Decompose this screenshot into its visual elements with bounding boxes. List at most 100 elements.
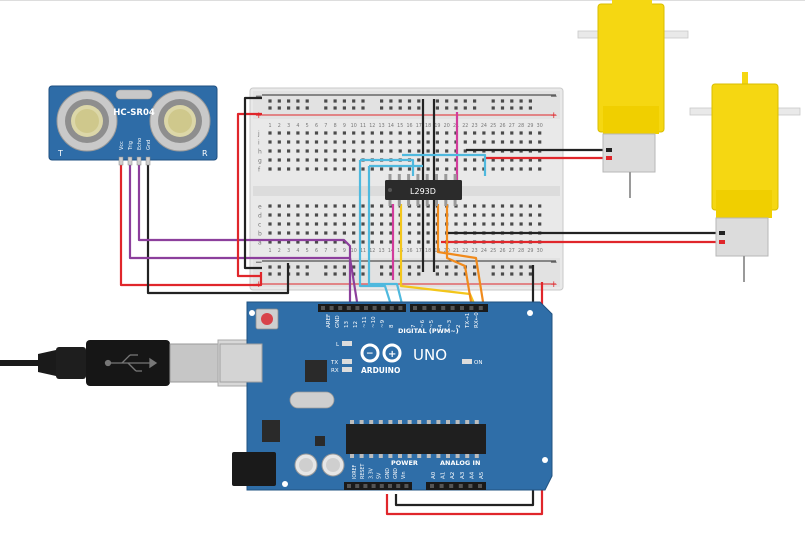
column-number-bottom: 3 bbox=[287, 248, 290, 254]
power-pin-label: IOREF bbox=[352, 464, 358, 479]
column-number-top: 10 bbox=[351, 123, 357, 129]
column-number-bottom: 5 bbox=[306, 248, 309, 254]
column-number-top: 7 bbox=[324, 123, 327, 129]
arduino-brand-label: ARDUINO bbox=[361, 366, 400, 375]
column-number-top: 1 bbox=[268, 123, 271, 129]
rail-minus-top-right: − bbox=[550, 92, 558, 102]
analog-pin-label: A4 bbox=[469, 471, 475, 479]
column-number-bottom: 24 bbox=[481, 248, 487, 254]
rail-plus-bottom-right: + bbox=[550, 280, 558, 290]
wire-lightblue-1 bbox=[358, 160, 394, 309]
column-number-bottom: 11 bbox=[360, 248, 366, 254]
column-number-top: 20 bbox=[444, 123, 450, 129]
power-pin-label: 3.3V bbox=[368, 467, 374, 479]
column-number-top: 17 bbox=[416, 123, 422, 129]
column-number-bottom: 22 bbox=[462, 248, 468, 254]
dc-motor-top[interactable] bbox=[577, 0, 689, 198]
column-number-bottom: 14 bbox=[388, 248, 394, 254]
column-number-top: 11 bbox=[360, 123, 366, 129]
arduino-model-label: UNO bbox=[413, 346, 447, 364]
wire-sensor-echo bbox=[137, 163, 352, 308]
analog-pin-label: A3 bbox=[460, 471, 466, 479]
wire-yellow bbox=[399, 204, 478, 309]
row-letter-b: b bbox=[258, 231, 262, 238]
digital-pin-label: 4 bbox=[438, 324, 444, 328]
column-number-bottom: 4 bbox=[296, 248, 299, 254]
digital-pin-label: ~6 bbox=[420, 319, 426, 328]
digital-pin-label: 7 bbox=[411, 324, 417, 328]
column-number-bottom: 9 bbox=[343, 248, 346, 254]
power-pin-label: Vin bbox=[401, 471, 407, 479]
rail-minus-bottom-right: − bbox=[550, 258, 558, 268]
column-number-bottom: 6 bbox=[315, 248, 318, 254]
dc-motor-bottom[interactable] bbox=[689, 72, 801, 282]
column-number-top: 14 bbox=[388, 123, 394, 129]
column-number-bottom: 30 bbox=[537, 248, 543, 254]
column-number-bottom: 29 bbox=[527, 248, 533, 254]
power-pin-label: RESET bbox=[360, 464, 366, 479]
column-number-bottom: 12 bbox=[369, 248, 375, 254]
arduino-uno[interactable]: L TX RX ON − + ARDUINO UNO DIGITAL (PWM~… bbox=[219, 301, 553, 491]
sensor-pin-label: Vcc bbox=[119, 141, 125, 150]
column-number-top: 30 bbox=[537, 123, 543, 129]
power-label: POWER bbox=[391, 459, 418, 467]
wire-lightblue-5 bbox=[402, 153, 487, 176]
column-number-top: 6 bbox=[315, 123, 318, 129]
column-number-top: 4 bbox=[296, 123, 299, 129]
sensor-model-label: HC-SR04 bbox=[113, 108, 155, 118]
column-number-top: 13 bbox=[379, 123, 385, 129]
power-pin-label: GND bbox=[393, 468, 399, 479]
column-number-top: 2 bbox=[278, 123, 281, 129]
analog-pin-label: A1 bbox=[441, 472, 447, 479]
column-number-bottom: 10 bbox=[351, 248, 357, 254]
column-number-bottom: 23 bbox=[472, 248, 478, 254]
column-number-bottom: 21 bbox=[453, 248, 459, 254]
row-letter-a: a bbox=[258, 240, 262, 247]
column-number-top: 25 bbox=[490, 123, 496, 129]
column-number-top: 16 bbox=[406, 123, 412, 129]
wire-rail-red-left bbox=[236, 112, 262, 278]
chip-label: L293D bbox=[410, 187, 436, 196]
sensor-pin-label: Trig bbox=[128, 141, 134, 151]
l293d-chip[interactable]: L293D bbox=[385, 174, 462, 206]
row-letter-j: j bbox=[257, 131, 260, 138]
wire-sensor-trig bbox=[128, 163, 360, 309]
sensor-corner-t: T bbox=[57, 149, 63, 158]
column-number-bottom: 1 bbox=[268, 248, 271, 254]
column-number-top: 29 bbox=[527, 123, 533, 129]
digital-pin-label: ~5 bbox=[429, 319, 435, 328]
column-number-bottom: 18 bbox=[425, 248, 431, 254]
svg-text:−: − bbox=[366, 349, 374, 359]
column-number-top: 24 bbox=[481, 123, 487, 129]
column-number-bottom: 2 bbox=[278, 248, 281, 254]
digital-pin-label: ~9 bbox=[380, 319, 386, 328]
column-number-top: 15 bbox=[397, 123, 403, 129]
analog-pin-label: A5 bbox=[479, 471, 485, 479]
column-number-top: 28 bbox=[518, 123, 524, 129]
wire-lightblue-2 bbox=[367, 166, 405, 309]
analog-pin-label: A0 bbox=[431, 471, 437, 479]
column-number-bottom: 7 bbox=[324, 248, 327, 254]
row-letter-d: d bbox=[258, 213, 262, 220]
digital-pin-label: 8 bbox=[389, 324, 395, 328]
digital-pin-label: GND bbox=[335, 315, 341, 328]
power-pin-label: GND bbox=[385, 468, 391, 479]
digital-pin-label: RX←0 bbox=[474, 312, 480, 328]
svg-text:+: + bbox=[388, 349, 396, 360]
row-letter-i: i bbox=[258, 140, 260, 147]
sensor-corner-r: R bbox=[202, 149, 208, 158]
wire-rail-black-left bbox=[243, 96, 262, 270]
column-number-top: 5 bbox=[306, 123, 309, 129]
sensor-pin-label: Echo bbox=[137, 138, 143, 150]
column-number-top: 3 bbox=[287, 123, 290, 129]
header-pins bbox=[321, 306, 483, 488]
led-l-label: L bbox=[336, 342, 340, 348]
wire-sensor-gnd bbox=[146, 163, 290, 295]
breadboard-labels: jihgfedcba112233445566778899101011111212… bbox=[257, 123, 543, 254]
arduino-infinity-logo bbox=[360, 343, 402, 363]
